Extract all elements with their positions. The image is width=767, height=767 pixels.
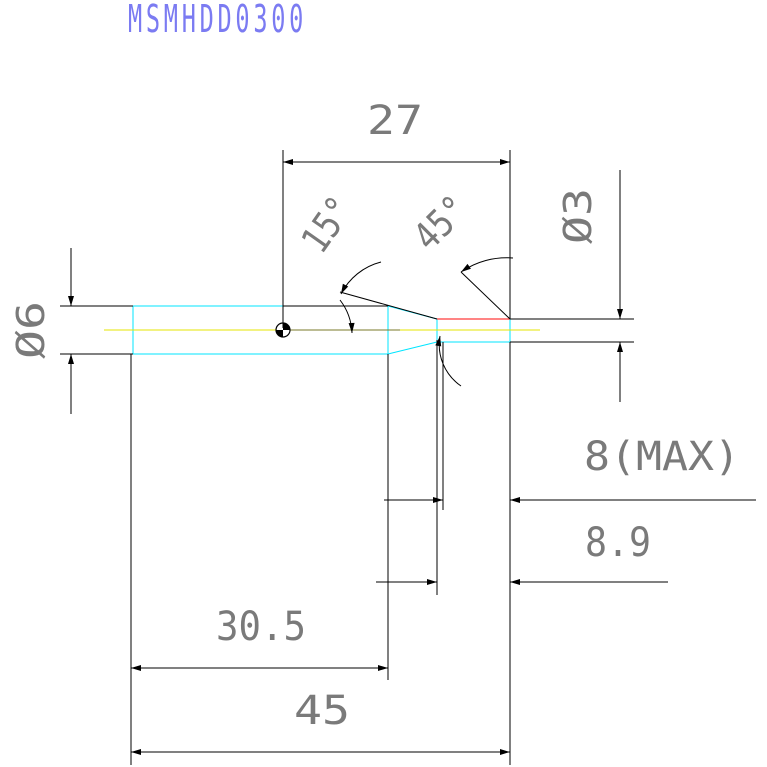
dim-dia-3: Ø3 [556, 188, 600, 244]
drawing-title: MSMHDD0300 [128, 0, 308, 41]
dim-45: 45 [294, 688, 350, 734]
dim-8-9: 8.9 [585, 520, 651, 566]
dim-30-5: 30.5 [216, 604, 306, 650]
dim-45-deg: 45° [405, 187, 477, 259]
dim-27: 27 [367, 98, 423, 144]
dim-15-deg: 15° [293, 188, 362, 261]
dimension-lines [60, 150, 756, 765]
dim-8-max: 8(MAX) [584, 434, 740, 480]
dim-dia-6: Ø6 [9, 301, 53, 359]
